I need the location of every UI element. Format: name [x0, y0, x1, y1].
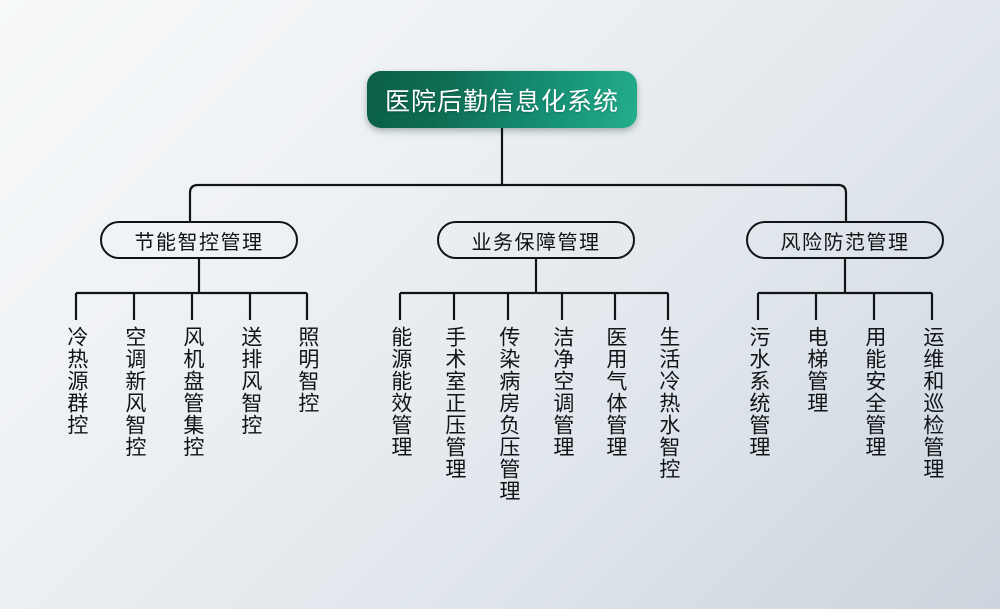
root-node[interactable]: 医院后勤信息化系统	[367, 71, 637, 128]
branch-node-label: 风险防范管理	[780, 231, 910, 254]
leaf-node-label[interactable]: 生活冷热水智控	[656, 326, 680, 480]
leaf-node-label[interactable]: 能源能效管理	[388, 326, 412, 458]
branch-node-label: 节能智控管理	[134, 231, 264, 254]
branch-node-risk-prevention[interactable]: 风险防范管理	[746, 221, 944, 259]
leaf-node-label[interactable]: 传染病房负压管理	[496, 326, 520, 502]
leaf-node-label[interactable]: 冷热源群控	[64, 326, 88, 436]
leaf-node-label[interactable]: 医用气体管理	[603, 326, 627, 458]
leaf-node-label[interactable]: 污水系统管理	[746, 326, 770, 458]
leaf-node-label[interactable]: 用能安全管理	[862, 326, 886, 458]
leaf-node-label[interactable]: 空调新风智控	[122, 326, 146, 458]
leaf-node-label[interactable]: 照明智控	[295, 326, 319, 414]
leaf-node-label[interactable]: 送排风智控	[238, 326, 262, 436]
leaf-node-label[interactable]: 手术室正压管理	[442, 326, 466, 480]
root-node-label: 医院后勤信息化系统	[384, 87, 619, 116]
branch-node-label: 业务保障管理	[471, 231, 601, 254]
branch-node-business-support[interactable]: 业务保障管理	[437, 221, 635, 259]
leaf-node-label[interactable]: 风机盘管集控	[180, 326, 204, 458]
level2-bus	[188, 183, 848, 221]
leaf-node-label[interactable]: 电梯管理	[804, 326, 828, 414]
leaf-node-label[interactable]: 运维和巡检管理	[920, 326, 944, 480]
branch-node-energy-control[interactable]: 节能智控管理	[100, 221, 298, 259]
leaf-node-label[interactable]: 洁净空调管理	[550, 326, 574, 458]
